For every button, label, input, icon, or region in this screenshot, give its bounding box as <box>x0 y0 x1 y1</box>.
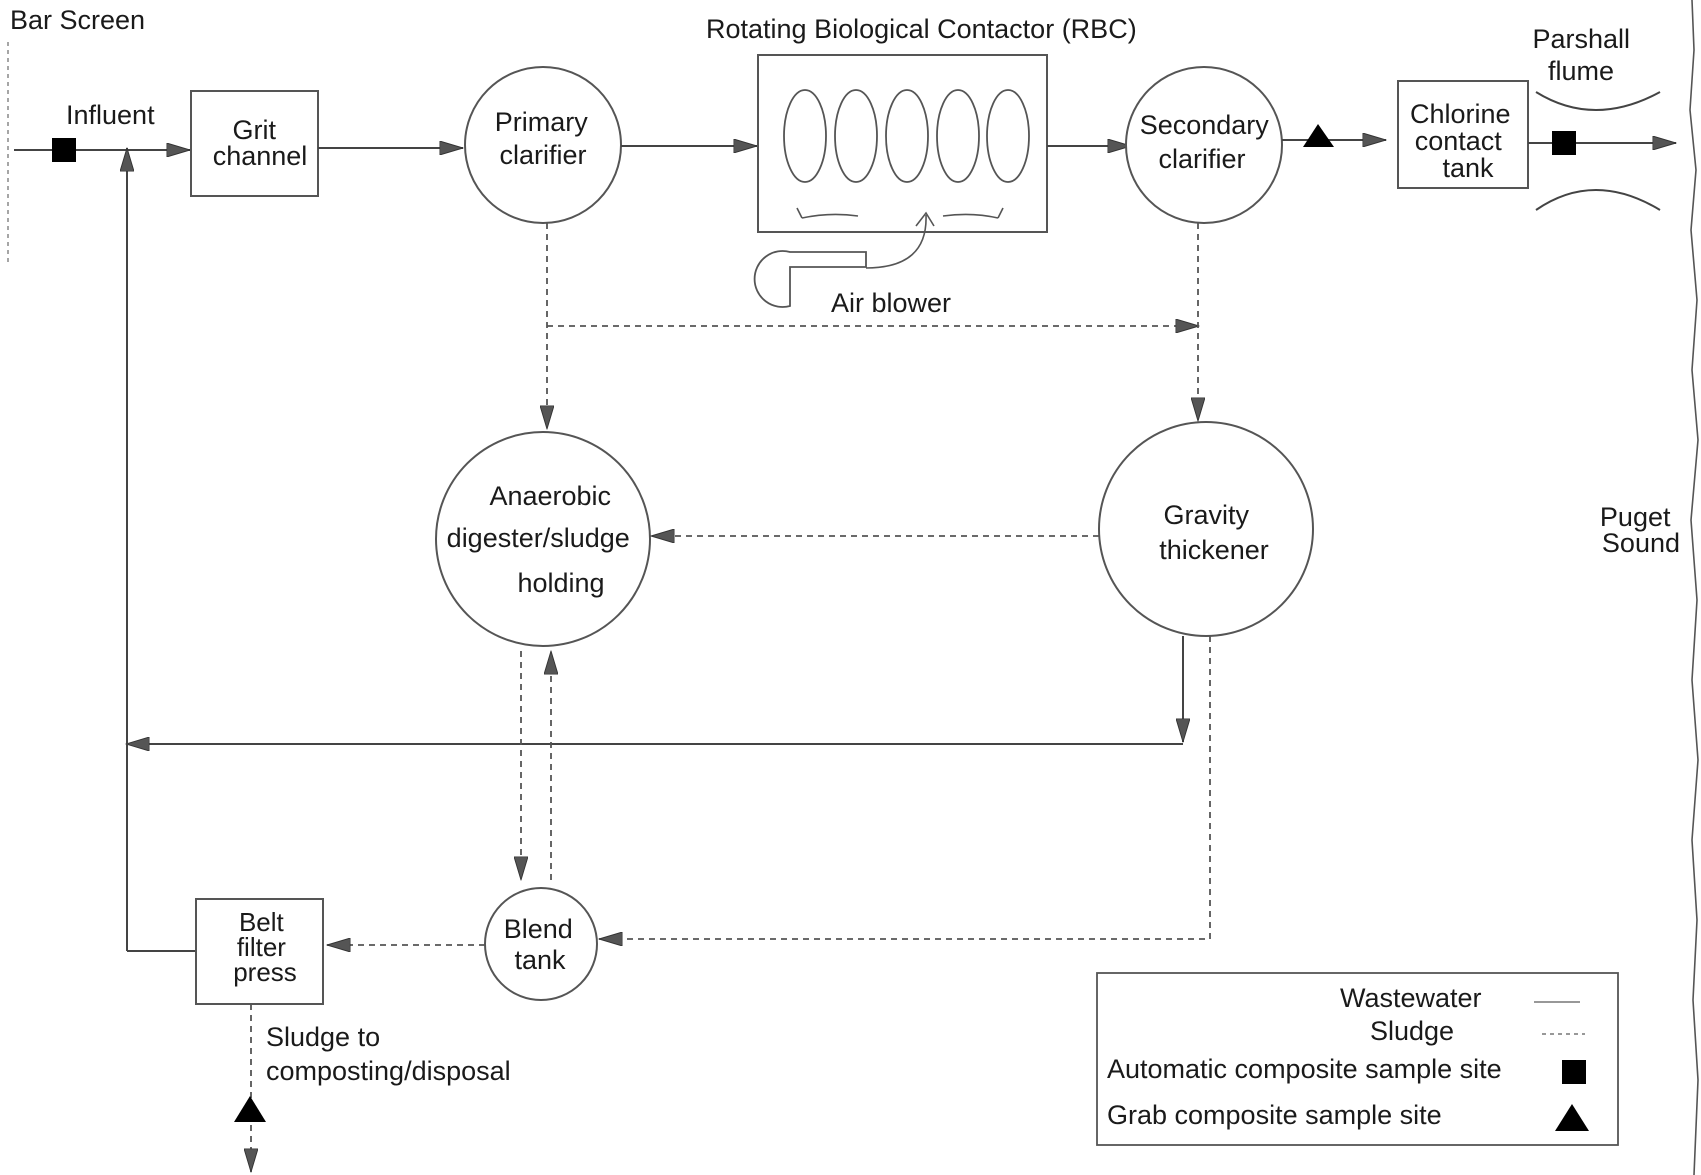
rbc-disc-3 <box>885 89 929 183</box>
belt-filter-press-label: Belt filter press <box>233 907 297 987</box>
air-blower-label: Air blower <box>831 288 951 318</box>
anaerobic-digester <box>435 431 651 647</box>
effluent-automatic-sample-marker <box>1552 131 1576 155</box>
air-blower-line <box>865 214 927 269</box>
rbc-disc-2 <box>834 89 878 183</box>
rbc-rotation-arrow-right <box>942 213 999 219</box>
air-blower-line-hook <box>915 211 935 227</box>
rbc-box <box>757 54 1048 233</box>
air-blower-icon <box>753 250 867 308</box>
parshall-flume-label: Parshall flume <box>1532 24 1637 86</box>
legend-grab-sample-label: Grab composite sample site <box>1107 1100 1442 1130</box>
thickener-to-blend-sludge <box>599 636 1211 939</box>
grit-channel-label: Grit channel <box>213 115 308 171</box>
chlorine-contact-tank-box <box>1397 80 1529 189</box>
grit-channel-box <box>190 90 319 197</box>
puget-sound-shoreline <box>1689 0 1699 1175</box>
primary-clarifier-label: Primary clarifier <box>495 107 596 170</box>
rbc-rotation-arrow-right-hook <box>997 207 1004 219</box>
rbc-rotation-arrow-left-hook <box>796 207 803 219</box>
blend-tank-label: Blend tank <box>504 914 581 975</box>
parshall-flume-lower-wall <box>1535 189 1661 211</box>
rbc-disc-1 <box>783 89 827 183</box>
belt-filter-press-box <box>195 898 324 1005</box>
legend-automatic-sample-marker <box>1562 1060 1586 1084</box>
influent-label: Influent <box>66 100 155 130</box>
influent-automatic-sample-marker <box>52 138 76 162</box>
rbc-disc-4 <box>936 89 980 183</box>
secondary-clarifier <box>1125 66 1283 224</box>
rbc-disc-5 <box>986 89 1030 183</box>
legend-wastewater-label: Wastewater <box>1340 983 1482 1013</box>
legend-grab-sample-marker <box>1555 1104 1589 1131</box>
rbc-title: Rotating Biological Contactor (RBC) <box>706 14 1137 44</box>
puget-sound-label: Puget Sound <box>1600 502 1680 558</box>
blend-tank <box>484 887 598 1001</box>
parshall-flume-upper-wall <box>1535 91 1661 111</box>
sludge-out-label: Sludge to composting/disposal <box>266 1022 511 1086</box>
chlorine-contact-tank-label: Chlorine contact tank <box>1410 99 1518 183</box>
secondary-clarifier-label: Secondary clarifier <box>1140 110 1277 174</box>
legend-box <box>1096 972 1619 1146</box>
legend-automatic-sample-label: Automatic composite sample site <box>1107 1054 1502 1084</box>
rbc-rotation-arrow-left <box>801 213 859 219</box>
gravity-thickener <box>1098 421 1314 637</box>
bar-screen-label: Bar Screen <box>10 5 145 35</box>
gravity-thickener-label: Gravity thickener <box>1159 500 1269 565</box>
sludge-out-grab-sample-marker <box>234 1096 266 1122</box>
anaerobic-digester-label: Anaerobic digester/sludge holding <box>447 481 638 598</box>
legend-sludge-label: Sludge <box>1370 1016 1454 1046</box>
secondary-grab-sample-marker <box>1303 124 1334 147</box>
